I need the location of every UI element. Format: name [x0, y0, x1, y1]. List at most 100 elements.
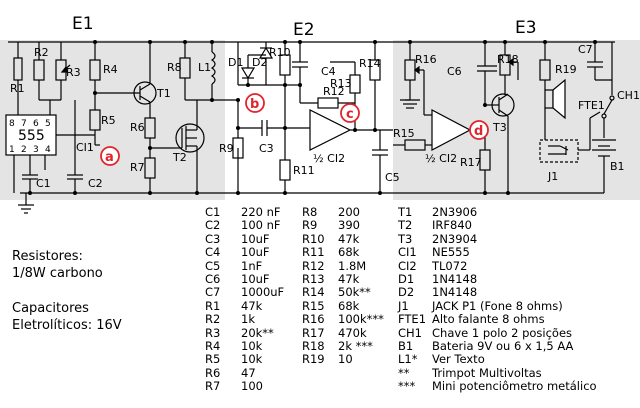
marker-d-circle	[469, 120, 489, 140]
parts-list-row: ***Mini potenciômetro metálico	[398, 379, 597, 394]
label-r14: R14	[359, 57, 381, 70]
part-value: 470k	[338, 325, 367, 340]
parts-list-row: **Trimpot Multivoltas	[398, 366, 597, 380]
marker-a: a	[105, 150, 114, 165]
label-t2: T2	[172, 151, 187, 164]
part-value: Ver Texto	[432, 352, 485, 367]
parts-list-row: R6 47	[205, 365, 284, 380]
part-reference: R2	[205, 312, 221, 327]
part-value: 47k	[338, 271, 360, 286]
parts-list-row: R7 100	[205, 379, 284, 394]
label-j1: J1	[547, 170, 558, 183]
part-reference: CI1	[398, 245, 417, 260]
label-t3: T3	[492, 121, 507, 134]
label-r10: R10	[269, 46, 291, 59]
marker-b-circle	[245, 93, 265, 113]
part-value: 2N3904	[432, 231, 478, 246]
part-value: 100 nF	[241, 218, 281, 233]
part-value: Chave 1 polo 2 posições	[432, 325, 573, 340]
marker-c-circle	[340, 103, 360, 123]
part-value: 10k	[241, 338, 263, 353]
part-reference: R8	[302, 205, 318, 219]
part-reference: R11	[302, 245, 325, 260]
label-pin5: 5	[45, 119, 51, 129]
part-reference: FTE1	[398, 312, 427, 327]
label-r12: R12	[323, 85, 345, 98]
marker-b: b	[250, 97, 259, 112]
label-pin2: 2	[21, 145, 27, 155]
part-reference: CH1	[398, 325, 422, 340]
part-value: 10k	[241, 352, 263, 367]
junction-dots	[28, 40, 597, 195]
marker-c: c	[346, 107, 354, 122]
part-reference: CI2	[398, 258, 417, 273]
part-reference: R4	[205, 338, 221, 353]
label-d2: D2	[252, 56, 267, 69]
part-value: 47	[241, 365, 256, 380]
part-value: Alto falante 8 ohms	[432, 312, 545, 327]
resistor-note: Resistores: 1/8W carbono	[12, 248, 103, 282]
label-r4: R4	[103, 63, 118, 76]
part-reference: C5	[205, 258, 221, 273]
label-r3: R3	[66, 66, 81, 79]
part-reference: R7	[205, 379, 221, 394]
label-r7: R7	[130, 161, 145, 174]
part-reference: D1	[398, 271, 415, 286]
part-value: 10uF	[241, 271, 270, 286]
part-value: 68k	[338, 245, 360, 260]
part-value: 1nF	[241, 258, 263, 273]
part-reference: C3	[205, 231, 221, 246]
part-reference: C7	[205, 285, 221, 300]
wires	[5, 41, 616, 214]
part-reference: C4	[205, 245, 221, 260]
part-reference: R16	[302, 312, 325, 327]
part-reference: R15	[302, 298, 325, 313]
label-d1: D1	[228, 56, 243, 69]
resistor-note-line1: Resistores:	[12, 249, 83, 264]
part-value: 47k	[241, 298, 263, 313]
parts-list-row: R3 20k**	[205, 325, 284, 340]
part-value: 1000uF	[241, 285, 285, 300]
label-r5: R5	[101, 114, 116, 127]
parts-list-row: C2 100 nF	[205, 218, 284, 233]
part-value: 220 nF	[241, 205, 281, 219]
capacitor-note: Capacitores Eletrolíticos: 16V	[12, 300, 122, 334]
label-pin7: 7	[21, 119, 27, 129]
part-reference: T2	[398, 218, 413, 233]
part-reference: T1	[398, 205, 413, 219]
parts-list-row: FTE1 Alto falante 8 ohms	[398, 312, 597, 327]
part-reference: C2	[205, 218, 221, 233]
parts-list-row: L1*Ver Texto	[398, 352, 597, 367]
part-value: 10uF	[241, 231, 270, 246]
part-value: 10	[338, 352, 353, 367]
label-b1: B1	[610, 160, 625, 173]
label-pin6: 6	[33, 119, 39, 129]
part-value: 1N4148	[432, 271, 478, 286]
stage-title-e3: E3	[515, 18, 537, 38]
part-value: 20k**	[241, 325, 274, 340]
label-r15: R15	[393, 127, 415, 140]
label-pin8: 8	[9, 119, 15, 129]
part-reference: R3	[205, 325, 221, 340]
part-value: 100	[241, 379, 263, 394]
part-value: Mini potenciômetro metálico	[432, 379, 597, 394]
label-ci2-b: ½ CI2	[425, 152, 457, 165]
part-value: 47k	[338, 231, 360, 246]
part-reference: R6	[205, 365, 221, 380]
label-pin3: 3	[33, 145, 39, 155]
